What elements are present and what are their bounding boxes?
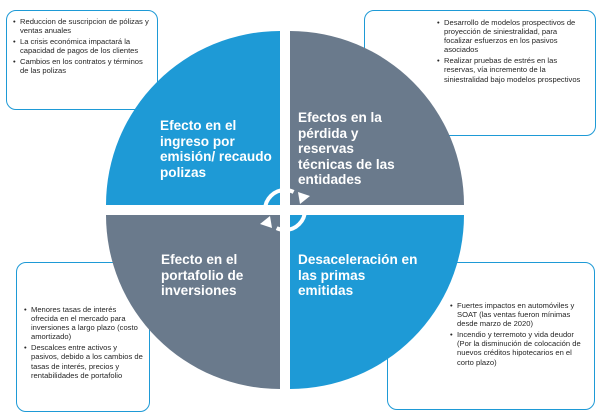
quadrant-top-left [106,31,280,205]
note-box-bottom-right: Fuertes impactos en automóviles y SOAT (… [387,262,595,410]
quadrant-bottom-right [290,215,464,389]
quadrant-label-bottom-right: Desaceleración en las primas emitidas [298,252,418,298]
note-item: La crisis económica impactará la capacid… [13,37,151,55]
note-item: Cambios en los contratos y términos de l… [13,57,151,75]
quadrant-label-top-right: Efectos en la pérdida y reservas técnica… [298,110,395,187]
note-item: Reduccion de suscripcion de pólizas y ve… [13,17,151,35]
note-box-top-right: Desarrollo de modelos prospectivos de pr… [364,10,596,136]
quadrant-bottom-left [106,215,280,389]
note-item: Fuertes impactos en automóviles y SOAT (… [450,301,588,328]
note-item: Descalces entre activos y pasivos, debid… [24,343,144,379]
circular-refresh-arrows-icon [260,188,310,232]
note-item: Realizar pruebas de estrés en las reserv… [437,56,587,83]
quadrant-label-top-left: Efecto en el ingreso por emisión/ recaud… [160,118,272,180]
note-item: Menores tasas de interés ofrecida en el … [24,305,144,341]
note-item: Incendio y terremoto y vida deudor (Por … [450,330,588,366]
quadrant-top-right [290,31,464,205]
quadrant-label-bottom-left: Efecto en el portafolio de inversiones [161,252,244,298]
note-item: Desarrollo de modelos prospectivos de pr… [437,18,587,54]
note-box-top-left: Reduccion de suscripcion de pólizas y ve… [6,10,158,110]
